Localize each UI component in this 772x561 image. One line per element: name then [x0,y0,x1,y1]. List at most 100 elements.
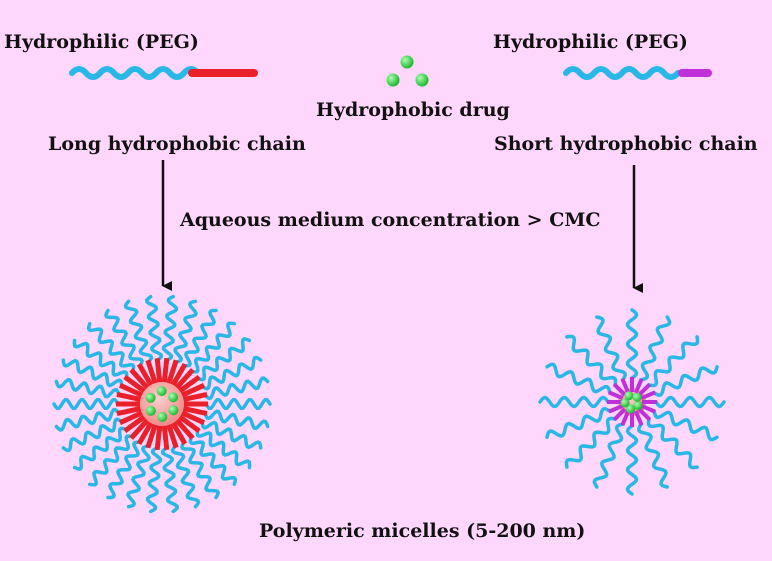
peg-arm [647,335,700,388]
peg-arm [564,416,617,469]
hydrophobic-block [170,421,188,446]
hydrophobic-block [154,425,163,450]
drug-dot [624,391,634,401]
hydrophobic-block [123,414,146,434]
peg-chain-right [563,66,681,80]
peg-arm [195,337,252,382]
hydrophobic-block [178,374,201,394]
peg-arm [180,440,220,500]
drug-dot [415,73,429,87]
peg-arm [144,294,164,362]
long-chain-label: Long hydrophobic chain [48,133,306,155]
drug-dot [632,392,642,402]
peg-arm [200,355,263,391]
hydrophobic-block [116,406,142,417]
hydrophobic-block [620,410,631,426]
peg-arm [189,321,237,374]
hydrophobic-block [608,390,624,401]
peg-arm [170,444,201,509]
peg-arm [182,308,218,368]
right-hydrophilic-label: Hydrophilic (PEG) [493,31,688,53]
peg-arm [592,422,625,489]
drug-dot [157,412,168,422]
hydrophobic-block [178,414,201,434]
peg-arm [54,407,121,432]
peg-arm [145,446,163,514]
drug-dot [145,392,156,403]
peg-arm [203,376,270,401]
peg-arm [161,294,179,362]
peg-arm [545,362,612,395]
peg-arm [625,308,639,380]
hydrophobic-block [116,391,142,402]
hydrophobic-block [161,358,170,383]
hydrophobic-block [633,378,644,394]
hydrophobic-block [129,368,150,390]
peg-arm [106,440,142,500]
peg-arm [72,426,129,471]
hydrophobic-block [118,383,143,398]
small-micelle [538,308,726,496]
micelle-size-label: Polymeric micelles (5-200 nm) [259,520,586,542]
hydrophobic-block [637,407,652,422]
hydrophobic-block [166,359,179,384]
peg-arm [203,409,270,431]
hydrophobic-block [620,378,631,394]
drug-dot [620,398,630,408]
hydrophobic-block [129,418,150,440]
hydrophobic-block [136,362,154,387]
hydrophobic-block [181,410,206,425]
peg-arm [188,434,238,487]
peg-arm [173,299,198,364]
hydrophobic-block [608,403,624,414]
hydrophobic-block [145,359,158,384]
drug-dot [400,55,414,69]
hydrophobic-block [181,383,206,398]
peg-arm [195,428,252,470]
short-chain-label: Short hydrophobic chain [494,133,758,155]
hydrophobic-block [166,424,179,449]
hydrophobic-block [182,391,208,402]
hydrophobic-block [174,368,195,390]
peg-arm [637,422,669,489]
peg-arm [595,315,627,382]
peg-arm [61,417,124,453]
hydrophobic-block [154,358,163,383]
hydrophobic-block [612,407,627,422]
hydrophobic-block [118,410,143,425]
hydrophobic-block [637,382,652,397]
drug-molecules [386,55,429,87]
long-copolymer [69,66,258,80]
hydrophobic-block [633,410,644,426]
hydrophobic-block [161,425,170,450]
drug-dot [386,73,400,87]
peg-arm [72,338,129,380]
peg-arm [86,321,136,374]
peg-arm [87,434,135,487]
hydrophobic-block [612,382,627,397]
drug-dot [145,405,156,416]
hydrophobic-block [136,421,154,446]
hydrophobic-block [145,424,158,449]
hydrophobic-block [640,390,656,401]
hydrophobic-block [170,362,188,387]
drug-dot [168,392,179,403]
peg-arm [200,420,263,450]
peg-arm [646,417,699,470]
hydrophobic-block [174,418,195,440]
peg-arm [639,315,672,382]
peg-arm [104,308,144,368]
medium-condition-label: Aqueous medium concentration > CMC [180,209,601,231]
drug-dot [633,400,643,410]
peg-arm [652,365,719,397]
hydrophobic-block [123,374,146,394]
left-hydrophilic-label: Hydrophilic (PEG) [4,31,199,53]
peg-arm [126,444,151,509]
drug-dot [626,404,636,414]
peg-arm [565,334,618,387]
micelle-core [135,377,189,431]
large-micelle [52,294,272,514]
peg-arm [545,407,612,439]
peg-arm [160,446,180,514]
